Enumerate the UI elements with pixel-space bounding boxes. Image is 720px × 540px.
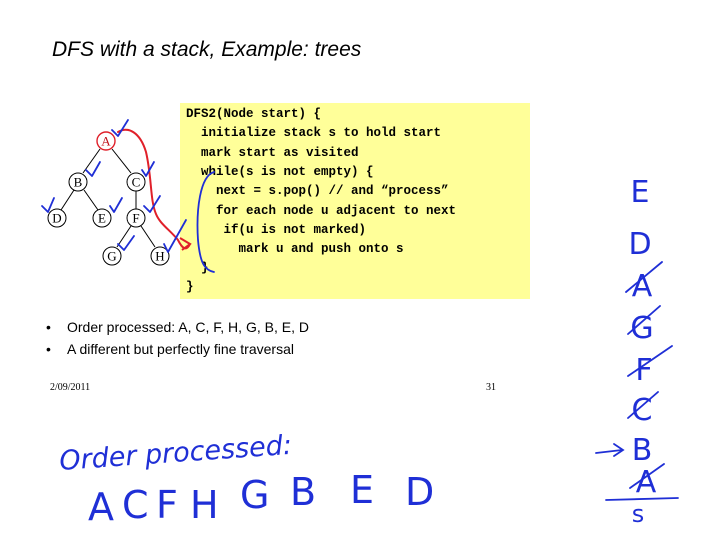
code-line: for each node u adjacent to next bbox=[186, 204, 457, 218]
edge-a-c bbox=[111, 148, 132, 174]
svg-text:H: H bbox=[155, 249, 164, 264]
svg-text:F: F bbox=[132, 211, 139, 226]
code-line: next = s.pop() // and “process” bbox=[186, 184, 449, 198]
edge-b-d bbox=[60, 189, 75, 211]
code-line: } bbox=[186, 261, 209, 275]
tree-node-h: H bbox=[150, 246, 170, 266]
code-line: initialize stack s to hold start bbox=[186, 126, 442, 140]
pseudocode-box: DFS2(Node start) { initialize stack s to… bbox=[180, 103, 530, 299]
edge-f-g bbox=[116, 225, 132, 248]
tree-node-f: F bbox=[126, 208, 146, 228]
tree-node-e: E bbox=[92, 208, 112, 228]
tree-node-g: G bbox=[102, 246, 122, 266]
svg-text:C: C bbox=[132, 175, 141, 190]
bullet-item: A different but perfectly fine traversal bbox=[46, 340, 309, 362]
tree-node-c: C bbox=[126, 172, 146, 192]
edge-b-e bbox=[83, 189, 99, 211]
edge-f-h bbox=[140, 225, 156, 248]
code-line: mark u and push onto s bbox=[186, 242, 404, 256]
svg-text:A: A bbox=[101, 134, 111, 149]
code-line: while(s is not empty) { bbox=[186, 165, 374, 179]
bullet-item: Order processed: A, C, F, H, G, B, E, D bbox=[46, 318, 309, 340]
slide-title: DFS with a stack, Example: trees bbox=[52, 38, 362, 61]
code-line: if(u is not marked) bbox=[186, 223, 367, 237]
svg-text:G: G bbox=[107, 249, 116, 264]
code-line: } bbox=[186, 280, 194, 294]
svg-text:E: E bbox=[98, 211, 106, 226]
svg-text:B: B bbox=[74, 175, 83, 190]
edge-a-b bbox=[82, 148, 101, 174]
slide-page-number: 31 bbox=[486, 382, 496, 393]
slide-date: 2/09/2011 bbox=[50, 382, 91, 393]
tree-node-a: A bbox=[96, 131, 116, 151]
tree-node-b: B bbox=[68, 172, 88, 192]
code-line: mark start as visited bbox=[186, 146, 359, 160]
tree-node-d: D bbox=[47, 208, 67, 228]
bullet-list: Order processed: A, C, F, H, G, B, E, D … bbox=[46, 318, 309, 362]
code-line: DFS2(Node start) { bbox=[186, 107, 322, 121]
svg-text:D: D bbox=[52, 211, 61, 226]
